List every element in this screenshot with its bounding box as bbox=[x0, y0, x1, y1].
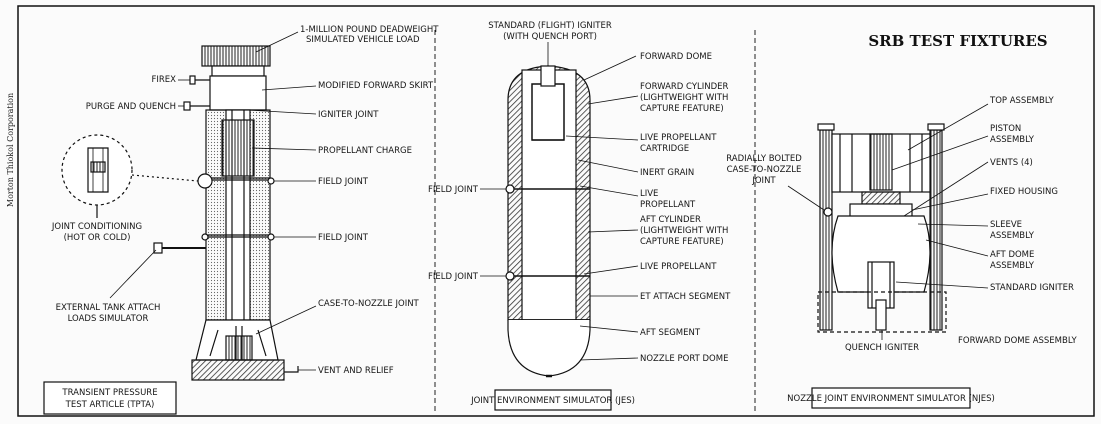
jes-leaders bbox=[480, 42, 639, 361]
njes-caption: NOZZLE JOINT ENVIRONMENT SIMULATOR (NJES… bbox=[787, 394, 995, 404]
jes-caption: JOINT ENVIRONMENT SIMULATOR (JES) bbox=[470, 396, 635, 406]
njes-label-radially-2: CASE-TO-NOZZLE bbox=[727, 165, 802, 175]
njes-quench-igniter bbox=[875, 299, 887, 331]
tpta-label-joint-conditioning-2: (HOT OR COLD) bbox=[64, 233, 131, 243]
tpta-label-modified-skirt: MODIFIED FORWARD SKIRT bbox=[318, 81, 434, 91]
jes-label-forward-cyl-1: FORWARD CYLINDER bbox=[640, 82, 729, 92]
jes-labels: STANDARD (FLIGHT) IGNITER (WITH QUENCH P… bbox=[428, 21, 731, 364]
jes-label-forward-dome: FORWARD DOME bbox=[640, 52, 712, 62]
jes-label-aft-cyl-3: CAPTURE FEATURE) bbox=[640, 237, 724, 247]
tpta-igniter bbox=[221, 119, 255, 177]
tpta-label-case-to-nozzle: CASE-TO-NOZZLE JOINT bbox=[318, 299, 420, 309]
jes-label-live-prop-2: PROPELLANT bbox=[640, 200, 696, 210]
tpta-deadweight-base bbox=[211, 65, 265, 77]
njes-label-sleeve-1: SLEEVE bbox=[990, 220, 1022, 230]
tpta-label-joint-conditioning-1: JOINT CONDITIONING bbox=[51, 222, 142, 232]
figure-title: SRB TEST FIXTURES bbox=[868, 32, 1047, 50]
tpta-drawing bbox=[61, 45, 299, 381]
jes-label-live-prop-b: LIVE PROPELLANT bbox=[640, 262, 717, 272]
side-credit: Morton Thiokol Corporation bbox=[6, 93, 15, 207]
jes-igniter bbox=[540, 65, 556, 87]
njes-piston bbox=[869, 133, 893, 191]
jes-live-cartridge bbox=[531, 83, 565, 141]
jes-drawing bbox=[505, 65, 591, 378]
tpta-label-field-joint-1: FIELD JOINT bbox=[318, 177, 369, 187]
tpta-label-et-attach-2: LOADS SIMULATOR bbox=[68, 314, 149, 324]
jes-label-aft-cyl-2: (LIGHTWEIGHT WITH bbox=[640, 226, 728, 236]
njes-label-standard-igniter: STANDARD IGNITER bbox=[990, 283, 1074, 293]
njes-label-sleeve-2: ASSEMBLY bbox=[990, 231, 1035, 241]
jes-label-nozzle-port-dome: NOZZLE PORT DOME bbox=[640, 354, 728, 364]
tpta-leaders bbox=[109, 31, 317, 371]
jes-label-field-joint-1: FIELD JOINT bbox=[428, 185, 479, 195]
tpta-caption-line2: TEST ARTICLE (TPTA) bbox=[65, 400, 155, 410]
jes-label-field-joint-2: FIELD JOINT bbox=[428, 272, 479, 282]
njes-label-aft-dome-1: AFT DOME bbox=[990, 250, 1034, 260]
jes-caption-box bbox=[494, 389, 612, 411]
njes-label-vents: VENTS (4) bbox=[990, 158, 1033, 168]
jes-label-live-cartridge-2: CARTRIDGE bbox=[640, 144, 689, 154]
njes-labels: RADIALLY BOLTED CASE-TO-NOZZLE JOINT TOP… bbox=[726, 96, 1077, 353]
njes-label-piston-2: ASSEMBLY bbox=[990, 135, 1035, 145]
tpta-deadweight bbox=[201, 45, 271, 67]
tpta-labels: 1-MILLION POUND DEADWEIGHT SIMULATED VEH… bbox=[51, 25, 439, 376]
jes-label-aft-segment: AFT SEGMENT bbox=[640, 328, 701, 338]
njes-caption-box bbox=[811, 387, 971, 409]
jes-label-inert-grain: INERT GRAIN bbox=[640, 168, 694, 178]
njes-bolted-joint-marker bbox=[823, 207, 833, 217]
tpta-forward-skirt bbox=[209, 75, 267, 111]
tpta-label-et-attach-1: EXTERNAL TANK ATTACH bbox=[56, 303, 161, 313]
njes-leaders bbox=[787, 103, 989, 340]
njes-label-top-assembly: TOP ASSEMBLY bbox=[989, 96, 1054, 106]
tpta-caption-line1: TRANSIENT PRESSURE bbox=[61, 388, 157, 398]
page-border bbox=[17, 5, 1095, 417]
jes-label-live-cartridge-1: LIVE PROPELLANT bbox=[640, 133, 717, 143]
njes-drawing bbox=[817, 123, 947, 333]
tpta-label-igniter-joint: IGNITER JOINT bbox=[318, 110, 379, 120]
njes-label-forward-dome-assembly: FORWARD DOME ASSEMBLY bbox=[958, 336, 1077, 346]
jes-label-forward-cyl-3: CAPTURE FEATURE) bbox=[640, 104, 724, 114]
tpta-label-deadweight-2: SIMULATED VEHICLE LOAD bbox=[306, 35, 420, 45]
njes-label-radially-3: JOINT bbox=[751, 176, 776, 186]
jes-label-igniter-1: STANDARD (FLIGHT) IGNITER bbox=[488, 21, 612, 31]
tpta-base bbox=[191, 359, 285, 381]
tpta-label-propellant-charge: PROPELLANT CHARGE bbox=[318, 146, 412, 156]
njes-label-fixed-housing: FIXED HOUSING bbox=[990, 187, 1058, 197]
jes-label-forward-cyl-2: (LIGHTWEIGHT WITH bbox=[640, 93, 728, 103]
jes-label-et-attach-segment: ET ATTACH SEGMENT bbox=[640, 292, 731, 302]
njes-label-quench-igniter: QUENCH IGNITER bbox=[845, 343, 919, 353]
njes-tie-rod-right bbox=[929, 129, 943, 331]
jes-label-aft-cyl-1: AFT CYLINDER bbox=[640, 215, 701, 225]
tpta-joint-detail-marker bbox=[197, 173, 213, 189]
jes-field-joint-marker-1 bbox=[505, 184, 515, 194]
jes-label-live-prop-1: LIVE bbox=[640, 189, 658, 199]
njes-tie-rod-left bbox=[819, 129, 833, 331]
njes-label-radially-1: RADIALLY BOLTED bbox=[726, 154, 802, 164]
njes-label-piston-1: PISTON bbox=[990, 124, 1021, 134]
tpta-label-deadweight-1: 1-MILLION POUND DEADWEIGHT bbox=[300, 25, 439, 35]
jes-label-igniter-2: (WITH QUENCH PORT) bbox=[503, 32, 597, 42]
tpta-caption-box bbox=[43, 381, 177, 415]
jes-nozzle-port-dome bbox=[507, 320, 591, 377]
njes-label-aft-dome-2: ASSEMBLY bbox=[990, 261, 1035, 271]
tpta-label-firex: FIREX bbox=[152, 75, 177, 85]
tpta-label-vent-relief: VENT AND RELIEF bbox=[318, 366, 394, 376]
tpta-label-field-joint-2: FIELD JOINT bbox=[318, 233, 369, 243]
jes-field-joint-marker-2 bbox=[505, 271, 515, 281]
njes-fixed-housing bbox=[861, 191, 901, 205]
tpta-label-purge-quench: PURGE AND QUENCH bbox=[86, 102, 176, 112]
